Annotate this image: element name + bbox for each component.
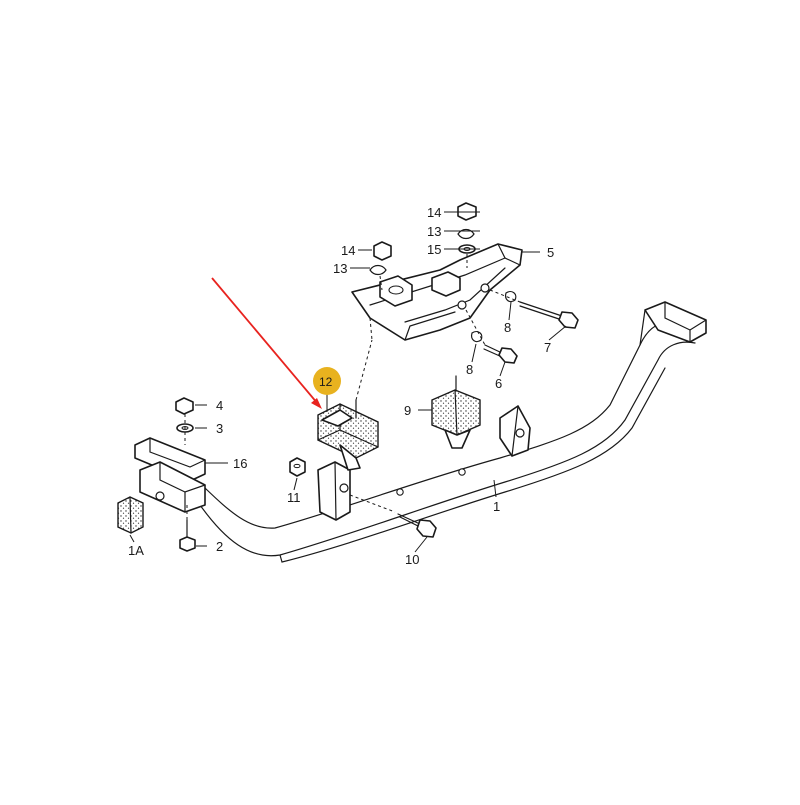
callout-3: 3 [216, 421, 223, 436]
callout-2: 2 [216, 539, 223, 554]
callout-8-upper: 8 [504, 320, 511, 335]
callout-13-left: 13 [333, 261, 347, 276]
callout-6: 6 [495, 376, 502, 391]
callout-labels: 1 1A 2 3 4 5 6 7 8 8 9 10 11 12 13 13 14… [128, 205, 554, 567]
nut-and-washer-front [175, 397, 194, 445]
bolt-front-bottom [179, 505, 196, 552]
gearbox-mount-part-12 [317, 339, 379, 471]
callout-1A: 1A [128, 543, 144, 558]
callout-12: 12 [319, 375, 333, 389]
rubber-mount-center [431, 375, 481, 449]
callout-15: 15 [427, 242, 441, 257]
nut-part-11 [289, 457, 306, 477]
callout-14-right: 14 [427, 205, 441, 220]
callout-1: 1 [493, 499, 500, 514]
callout-8-lower: 8 [466, 362, 473, 377]
subframe-crossmember [134, 301, 707, 563]
callout-14-left: 14 [341, 243, 355, 258]
carrier-bracket-part-5 [351, 243, 523, 341]
fastener-stack-left [369, 241, 392, 291]
callout-13-right: 13 [427, 224, 441, 239]
callout-11: 11 [287, 490, 301, 505]
highlight-badge [313, 367, 341, 395]
bolts-and-washers [465, 289, 579, 364]
callout-5: 5 [547, 245, 554, 260]
callout-7: 7 [544, 340, 551, 355]
pointer-arrow [211, 277, 322, 409]
leader-lines [129, 211, 567, 553]
callout-16: 16 [233, 456, 247, 471]
bolt-part-10 [349, 494, 437, 538]
callout-10: 10 [405, 552, 419, 567]
callout-4: 4 [216, 398, 223, 413]
callout-9: 9 [404, 403, 411, 418]
rubber-bump-stop [117, 496, 144, 534]
